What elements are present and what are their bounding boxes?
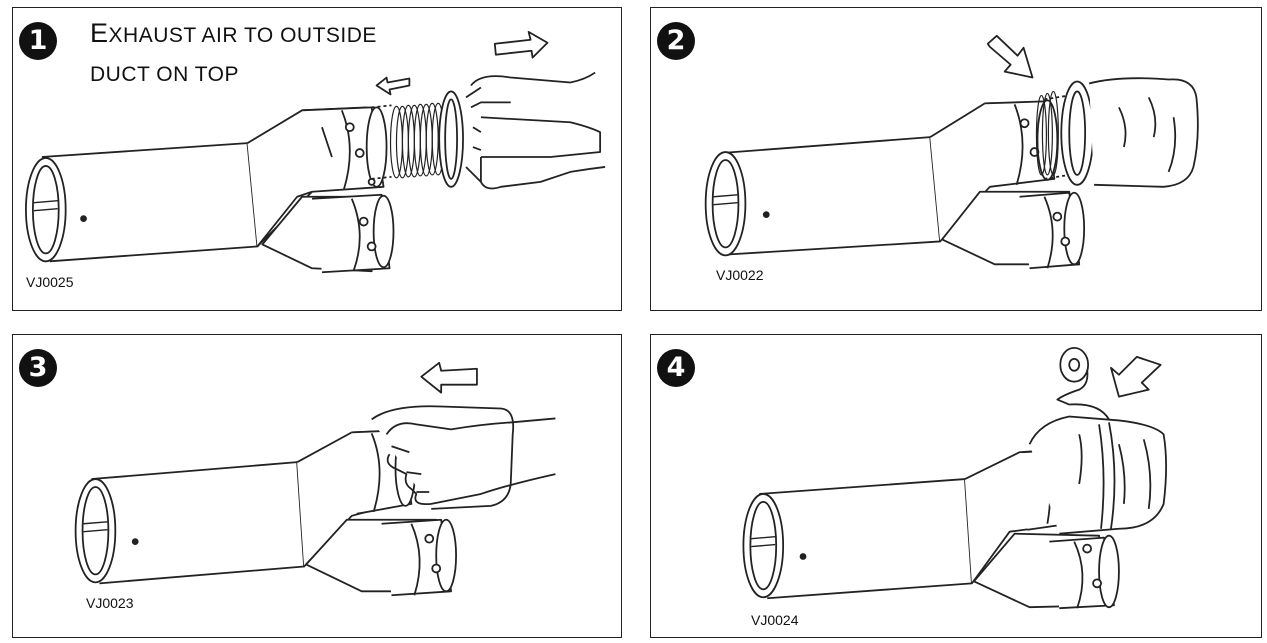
- step-3-illustration: [74, 361, 556, 597]
- step-1-illustration: [25, 30, 606, 274]
- caption-line-2: DUCT ON TOP: [90, 63, 240, 86]
- step-number-badge: 4: [657, 349, 695, 387]
- figure-code: VJ0025: [26, 274, 74, 290]
- step-4-panel: 4 VJ0024: [650, 334, 1262, 638]
- step-1-panel: 1 EXHAUST AIR TO OUTSIDE DUCT ON TOP VJ0…: [12, 7, 622, 311]
- step-4-illustration: [742, 347, 1167, 610]
- caption-line-1: EXHAUST AIR TO OUTSIDE: [90, 18, 377, 48]
- figure-code: VJ0024: [751, 612, 799, 628]
- step-number-badge: 3: [19, 349, 57, 387]
- step-3-panel: 3 VJ0023: [12, 334, 622, 638]
- step-2-illustration: [704, 34, 1199, 270]
- figure-code: VJ0023: [86, 595, 134, 611]
- step-2-panel: 2 VJ0022: [650, 7, 1262, 311]
- step-number-badge: 2: [657, 22, 695, 60]
- figure-code: VJ0022: [716, 267, 764, 283]
- step-caption: EXHAUST AIR TO OUTSIDE DUCT ON TOP: [90, 14, 377, 94]
- step-number-badge: 1: [19, 22, 57, 60]
